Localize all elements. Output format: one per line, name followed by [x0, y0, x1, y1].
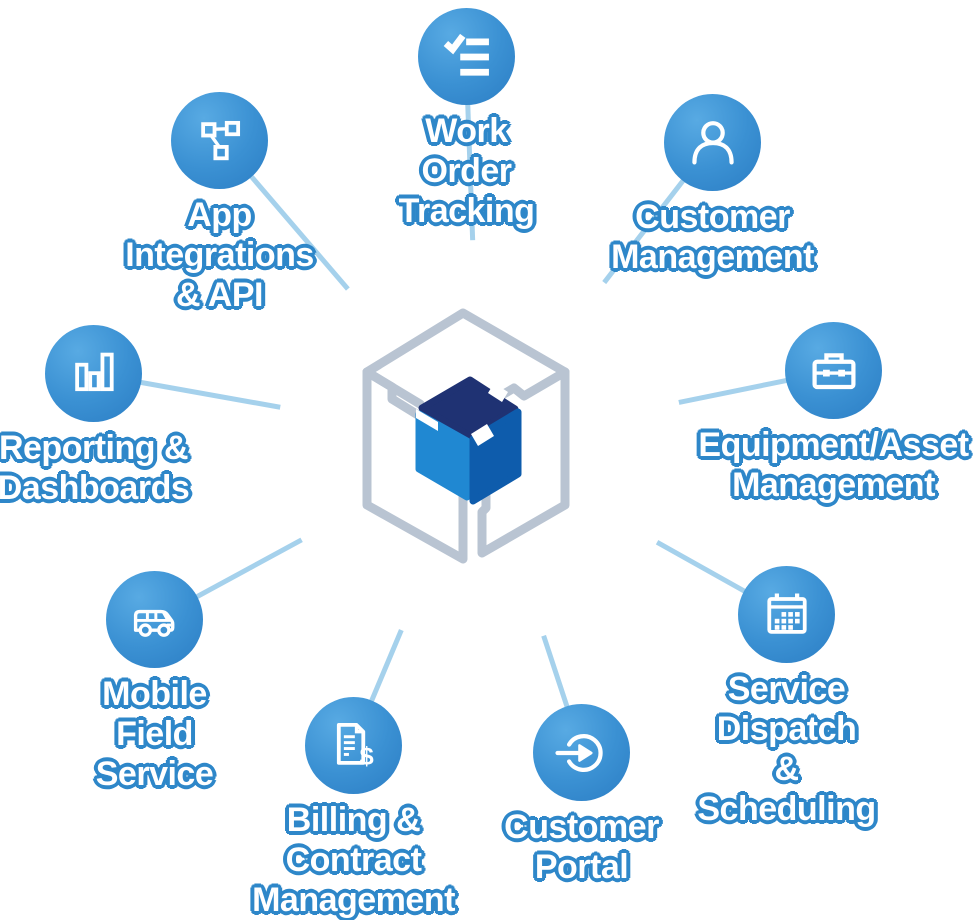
node-equipment-asset-management: Equipment/Asset Management — [785, 322, 882, 419]
reporting-bubble — [45, 325, 142, 422]
node-billing-contract-management: $ Billing & Contract Management — [305, 697, 402, 794]
work-order-bubble — [418, 8, 515, 105]
equipment-bubble — [785, 322, 882, 419]
node-label: App Integrations & API — [125, 195, 314, 315]
node-label: Reporting & Dashboards — [0, 428, 189, 508]
mobile-bubble — [106, 571, 203, 668]
dispatch-bubble — [738, 566, 835, 663]
billing-bubble: $ — [305, 697, 402, 794]
invoice-dollar-icon: $ — [327, 719, 381, 773]
checklist-icon — [440, 30, 494, 84]
node-service-dispatch-scheduling: Service Dispatch & Scheduling — [738, 566, 835, 663]
node-app-integrations-api: App Integrations & API — [171, 92, 268, 189]
node-label: Customer Portal — [504, 807, 659, 887]
node-work-order-tracking: Work Order Tracking — [418, 8, 515, 105]
node-label: Customer Management — [611, 197, 814, 277]
customer-management-bubble — [664, 94, 761, 191]
node-label: Service Dispatch & Scheduling — [697, 669, 875, 829]
login-arrow-icon — [555, 726, 609, 780]
node-label: Work Order Tracking — [399, 111, 535, 231]
node-mobile-field-service: Mobile Field Service — [106, 571, 203, 668]
calendar-icon — [760, 588, 814, 642]
node-label: Mobile Field Service — [96, 674, 213, 794]
network-nodes-icon — [193, 114, 247, 168]
integrations-bubble — [171, 92, 268, 189]
node-customer-management: Customer Management — [664, 94, 761, 191]
person-icon — [686, 116, 740, 170]
node-customer-portal: Customer Portal — [533, 704, 630, 801]
node-reporting-dashboards: Reporting & Dashboards — [45, 325, 142, 422]
node-label: Equipment/Asset Management — [698, 425, 968, 505]
portal-bubble — [533, 704, 630, 801]
node-label: Billing & Contract Management — [252, 800, 455, 920]
svg-text:$: $ — [359, 742, 373, 770]
bar-chart-icon — [67, 347, 121, 401]
toolbox-icon — [807, 344, 861, 398]
van-icon — [128, 593, 182, 647]
